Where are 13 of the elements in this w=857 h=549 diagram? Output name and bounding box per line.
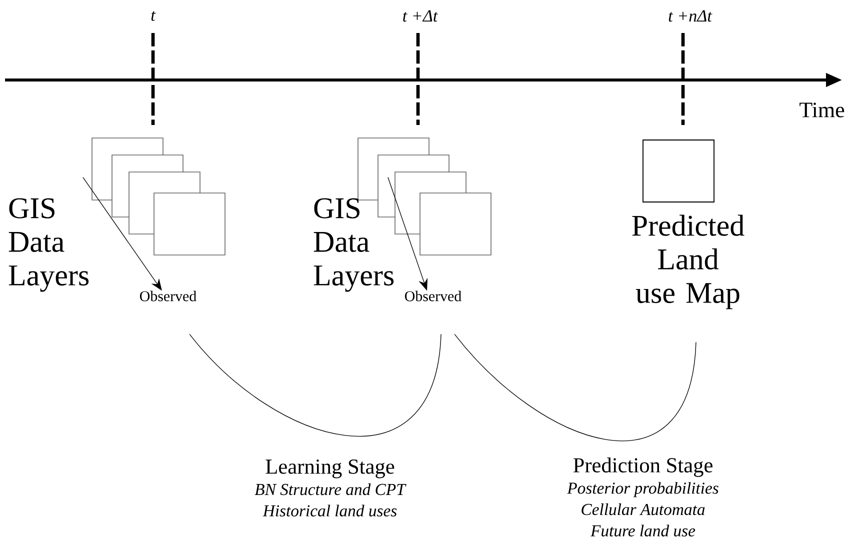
stage-text: Prediction Stage Posterior probabilities Cellular Automata Future land use [567, 458, 718, 536]
layer-caption: GIS Data Layers [314, 198, 394, 292]
observed-label: Observed [140, 290, 196, 302]
time-label: t [151, 11, 156, 21]
stage-text: Learning Stage BN Structure and CPT Historical land uses [254, 460, 406, 516]
axis-label: Time [800, 102, 844, 118]
curve-line [189, 334, 442, 436]
time-label: t +nΔt [668, 10, 712, 22]
time-label: t +Δt [403, 10, 438, 22]
observed-label: Observed [405, 290, 462, 302]
curve-line [454, 334, 696, 441]
layer-caption: GIS Data Layers [8, 198, 89, 292]
map-caption: Predicted Land use Map [632, 140, 744, 310]
